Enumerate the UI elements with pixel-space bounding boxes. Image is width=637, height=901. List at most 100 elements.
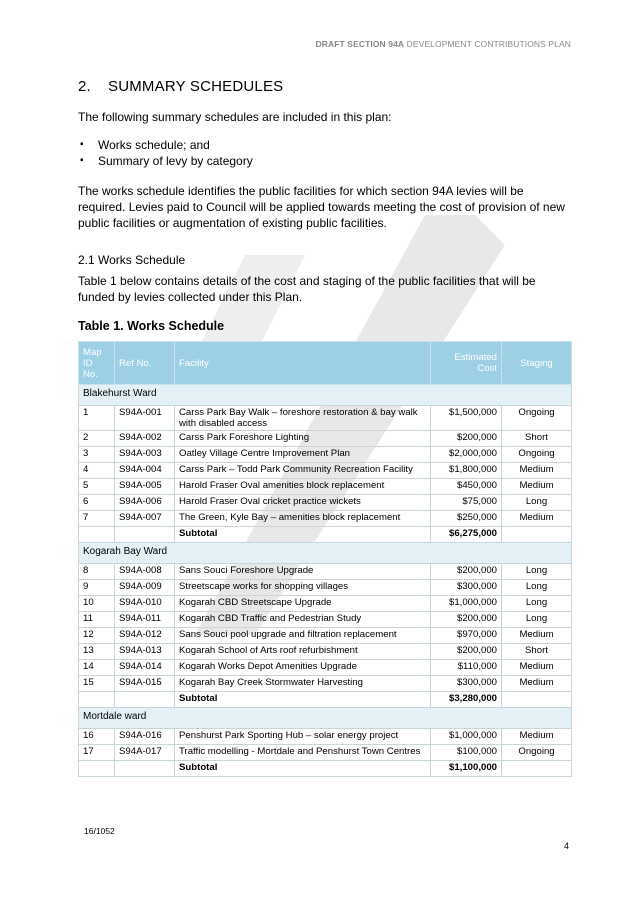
cell-cost: $110,000 — [430, 659, 502, 676]
cell-map-id: 8 — [78, 563, 115, 580]
cell-facility: Kogarah School of Arts roof refurbishmen… — [174, 643, 431, 660]
cell-empty — [78, 691, 115, 708]
header-map-id: Map ID No. — [78, 341, 115, 385]
page-number: 4 — [564, 841, 570, 851]
cell-staging: Long — [501, 494, 572, 511]
section-paragraph: The works schedule identifies the public… — [78, 184, 565, 230]
cell-staging: Ongoing — [501, 744, 572, 761]
cell-staging: Long — [501, 611, 572, 628]
cell-ref: S94A-009 — [114, 579, 175, 596]
cell-staging: Medium — [501, 510, 572, 527]
section-heading: 2.SUMMARY SCHEDULES — [78, 78, 572, 95]
cell-facility: Carss Park Bay Walk – foreshore restorat… — [174, 405, 431, 431]
cell-cost: $200,000 — [430, 643, 502, 660]
ward-row: Blakehurst Ward — [78, 384, 572, 406]
main-content: 2.SUMMARY SCHEDULES The following summar… — [78, 78, 572, 777]
cell-ref: S94A-017 — [114, 744, 175, 761]
cell-ref: S94A-008 — [114, 563, 175, 580]
cell-cost: $1,000,000 — [430, 728, 502, 745]
cell-map-id: 1 — [78, 405, 115, 431]
cell-cost: $1,000,000 — [430, 595, 502, 612]
table-caption: Table 1. Works Schedule — [78, 319, 225, 333]
cell-cost: $250,000 — [430, 510, 502, 527]
cell-staging: Short — [501, 430, 572, 447]
cell-map-id: 7 — [78, 510, 115, 527]
subtotal-value: $3,280,000 — [430, 691, 502, 708]
cell-staging: Ongoing — [501, 446, 572, 463]
cell-empty — [501, 691, 572, 708]
cell-cost: $300,000 — [430, 579, 502, 596]
cell-empty — [114, 526, 175, 543]
cell-map-id: 3 — [78, 446, 115, 463]
subsection-paragraph: Table 1 below contains details of the co… — [78, 274, 536, 304]
cell-ref: S94A-015 — [114, 675, 175, 692]
subtotal-label: Subtotal — [174, 691, 431, 708]
cell-staging: Short — [501, 643, 572, 660]
cell-empty — [114, 760, 175, 777]
cell-ref: S94A-012 — [114, 627, 175, 644]
cell-staging: Medium — [501, 659, 572, 676]
cell-ref: S94A-010 — [114, 595, 175, 612]
cell-staging: Medium — [501, 627, 572, 644]
subtotal-label: Subtotal — [174, 526, 431, 543]
cell-staging: Medium — [501, 478, 572, 495]
cell-facility: Carss Park Foreshore Lighting — [174, 430, 431, 447]
cell-empty — [78, 526, 115, 543]
list-item: Works schedule; and — [78, 137, 572, 153]
cell-cost: $300,000 — [430, 675, 502, 692]
cell-empty — [114, 691, 175, 708]
cell-map-id: 15 — [78, 675, 115, 692]
cell-ref: S94A-001 — [114, 405, 175, 431]
subsection-heading: 2.1 Works Schedule — [78, 253, 186, 267]
cell-staging: Ongoing — [501, 405, 572, 431]
cell-cost: $2,000,000 — [430, 446, 502, 463]
cell-ref: S94A-002 — [114, 430, 175, 447]
cell-facility: Traffic modelling - Mortdale and Penshur… — [174, 744, 431, 761]
cell-ref: S94A-004 — [114, 462, 175, 479]
cell-cost: $200,000 — [430, 563, 502, 580]
works-schedule-table: Map ID No. Ref No. Facility Estimated Co… — [78, 341, 572, 777]
section-title: SUMMARY SCHEDULES — [108, 78, 284, 95]
subtotal-row: Subtotal$1,100,000 — [78, 760, 572, 777]
cell-map-id: 13 — [78, 643, 115, 660]
cell-facility: Kogarah Works Depot Amenities Upgrade — [174, 659, 431, 676]
cell-ref: S94A-005 — [114, 478, 175, 495]
header-cost: Estimated Cost — [430, 341, 502, 385]
cell-ref: S94A-013 — [114, 643, 175, 660]
cell-map-id: 4 — [78, 462, 115, 479]
cell-cost: $970,000 — [430, 627, 502, 644]
header-ref: Ref No. — [114, 341, 175, 385]
cell-facility: Penshurst Park Sporting Hub – solar ener… — [174, 728, 431, 745]
cell-facility: Kogarah CBD Traffic and Pedestrian Study — [174, 611, 431, 628]
cell-facility: Kogarah Bay Creek Stormwater Harvesting — [174, 675, 431, 692]
cell-map-id: 9 — [78, 579, 115, 596]
cell-staging: Long — [501, 579, 572, 596]
cell-facility: Harold Fraser Oval cricket practice wick… — [174, 494, 431, 511]
cell-cost: $200,000 — [430, 611, 502, 628]
cell-facility: Kogarah CBD Streetscape Upgrade — [174, 595, 431, 612]
cell-cost: $1,800,000 — [430, 462, 502, 479]
cell-staging: Medium — [501, 675, 572, 692]
cell-facility: Sans Souci pool upgrade and filtration r… — [174, 627, 431, 644]
header-facility: Facility — [174, 341, 431, 385]
cell-ref: S94A-016 — [114, 728, 175, 745]
cell-ref: S94A-007 — [114, 510, 175, 527]
cell-cost: $450,000 — [430, 478, 502, 495]
header-staging: Staging — [501, 341, 572, 385]
cell-ref: S94A-006 — [114, 494, 175, 511]
ward-name: Blakehurst Ward — [78, 384, 572, 406]
cell-cost: $1,500,000 — [430, 405, 502, 431]
